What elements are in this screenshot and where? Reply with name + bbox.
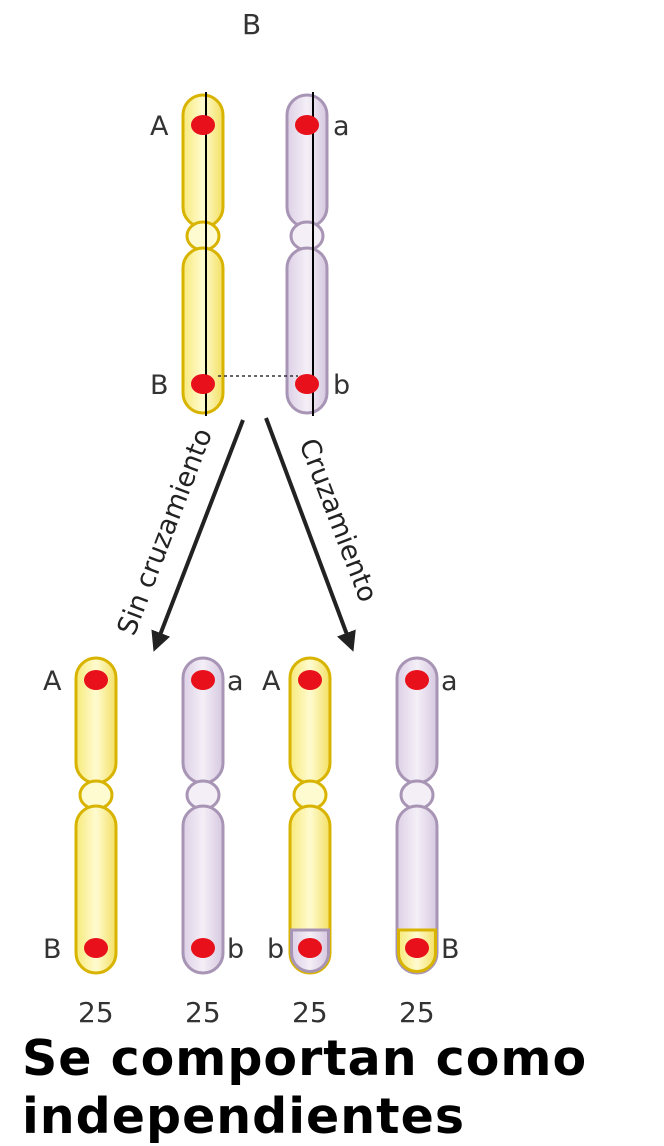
arrow-crossover [264,417,356,652]
gene-locus-A [191,115,215,135]
allele-label: B [43,934,62,965]
allele-label: a [441,666,458,697]
allele-label: A [43,666,62,697]
arrow-label-sin-cruzamiento: Sin cruzamiento [112,424,219,639]
offspring-count: 25 [292,996,328,1029]
gene-locus-a [295,115,319,135]
conclusion-line-2: independientes [22,1088,465,1145]
parent-chromosome-lilac [285,92,329,416]
offspring-chromosome-aB-recombinant [395,656,439,975]
conclusion-caption: Se comportan como independientes [22,1030,662,1146]
offspring-count: 25 [185,996,221,1029]
offspring-count: 25 [78,996,114,1029]
allele-label: a [227,666,244,697]
allele-label: b [267,934,284,965]
gene-locus-B [191,374,215,394]
offspring-chromosome-Ab-recombinant [288,656,332,975]
allele-label: a [333,111,350,142]
allele-label: A [150,111,169,142]
offspring-count: 25 [399,996,435,1029]
top-label: B [242,8,261,41]
gene-locus-b [295,374,319,394]
conclusion-line-1: Se comportan como [22,1030,588,1087]
allele-label: b [333,370,350,401]
allele-label: B [150,370,169,401]
allele-label: b [227,934,244,965]
arrow-no-crossover [151,419,245,652]
parent-chromosome-yellow [181,92,225,416]
offspring-chromosome-ab [181,656,225,975]
offspring-chromosome-AB [74,656,118,975]
allele-label: A [262,666,281,697]
allele-label: B [441,934,460,965]
